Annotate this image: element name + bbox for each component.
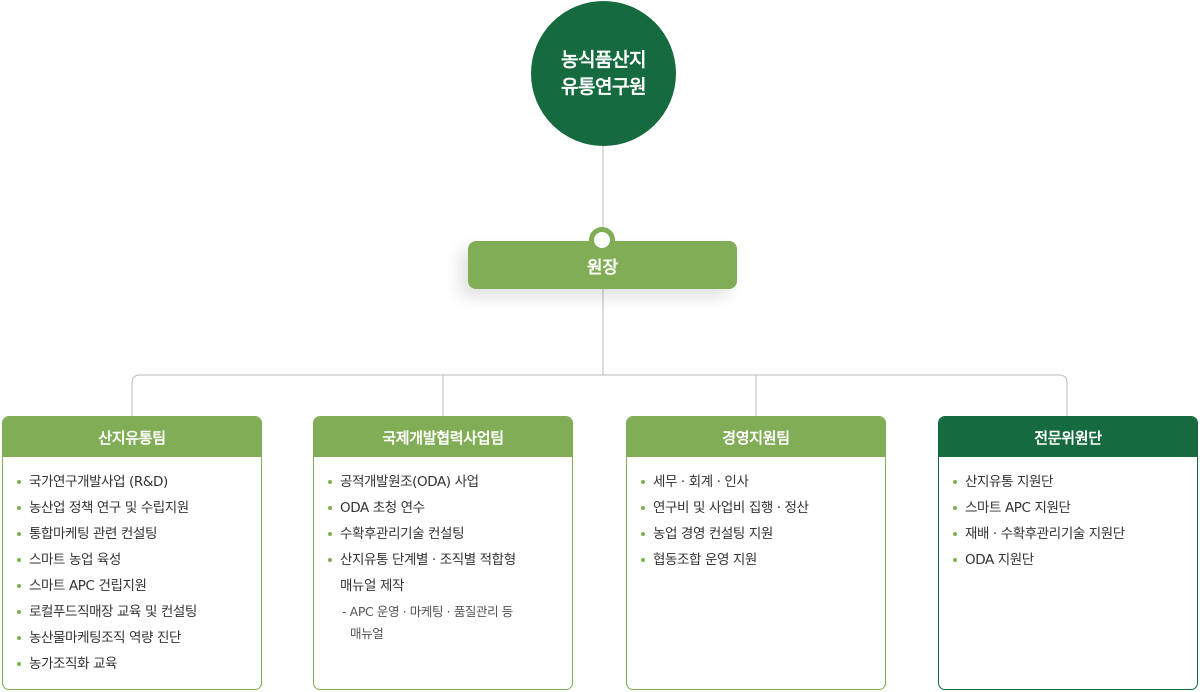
list-item: 농산업 정책 연구 및 수립지원 [16,495,253,521]
director-connector-dot [589,227,615,253]
list-item: 농업 경영 컨설팅 지원 [640,521,877,547]
team-box-expert-committee: 전문위원단 산지유통 지원단 스마트 APC 지원단 재배 · 수확후관리기술 … [938,416,1198,690]
list-item: 농산물마케팅조직 역량 진단 [16,625,253,651]
list-item: 국가연구개발사업 (R&D) [16,469,253,495]
list-subitem: - APC 운영 · 마케팅 · 품질관리 등 매뉴얼 [340,601,564,645]
list-item: ODA 지원단 [952,547,1189,573]
list-item: 협동조합 운영 지원 [640,547,877,573]
list-item: 산지유통 단계별 · 조직별 적합형 매뉴얼 제작 - APC 운영 · 마케팅… [327,547,564,645]
team-header: 국제개발협력사업팀 [314,417,572,457]
list-item: 산지유통 지원단 [952,469,1189,495]
list-item: ODA 초청 연수 [327,495,564,521]
list-item-line: 산지유통 단계별 · 조직별 적합형 [340,552,516,568]
list-item: 스마트 APC 건립지원 [16,573,253,599]
team-box-sanji-yutong: 산지유통팀 국가연구개발사업 (R&D) 농산업 정책 연구 및 수립지원 통합… [2,416,262,690]
team-duty-list: 국가연구개발사업 (R&D) 농산업 정책 연구 및 수립지원 통합마케팅 관련… [3,457,261,677]
root-title-line1: 농식품산지 [561,48,646,71]
team-header: 산지유통팀 [3,417,261,457]
team-duty-list: 산지유통 지원단 스마트 APC 지원단 재배 · 수확후관리기술 지원단 OD… [939,457,1197,573]
root-node: 농식품산지 유통연구원 [531,1,676,146]
team-duty-list: 세무 · 회계 · 인사 연구비 및 사업비 집행 · 정산 농업 경영 컨설팅… [627,457,885,573]
team-box-management: 경영지원팀 세무 · 회계 · 인사 연구비 및 사업비 집행 · 정산 농업 … [626,416,886,690]
list-item: 스마트 APC 지원단 [952,495,1189,521]
team-box-international: 국제개발협력사업팀 공적개발원조(ODA) 사업 ODA 초청 연수 수확후관리… [313,416,573,690]
list-item: 스마트 농업 육성 [16,547,253,573]
team-header: 경영지원팀 [627,417,885,457]
root-title-line2: 유통연구원 [561,75,646,98]
list-subitem-line: 매뉴얼 [350,626,384,641]
list-item: 공적개발원조(ODA) 사업 [327,469,564,495]
team-duty-list: 공적개발원조(ODA) 사업 ODA 초청 연수 수확후관리기술 컨설팅 산지유… [314,457,572,645]
branch-horizontal-line [131,374,1068,416]
list-item: 연구비 및 사업비 집행 · 정산 [640,495,877,521]
team-header: 전문위원단 [939,417,1197,457]
list-item: 수확후관리기술 컨설팅 [327,521,564,547]
list-item: 재배 · 수확후관리기술 지원단 [952,521,1189,547]
list-item: 농가조직화 교육 [16,651,253,677]
list-item-line: 매뉴얼 제작 [340,578,404,594]
list-item: 통합마케팅 관련 컨설팅 [16,521,253,547]
list-item: 로컬푸드직매장 교육 및 컨설팅 [16,599,253,625]
list-subitem-line: - APC 운영 · 마케팅 · 품질관리 등 [342,604,513,619]
list-item: 세무 · 회계 · 인사 [640,469,877,495]
